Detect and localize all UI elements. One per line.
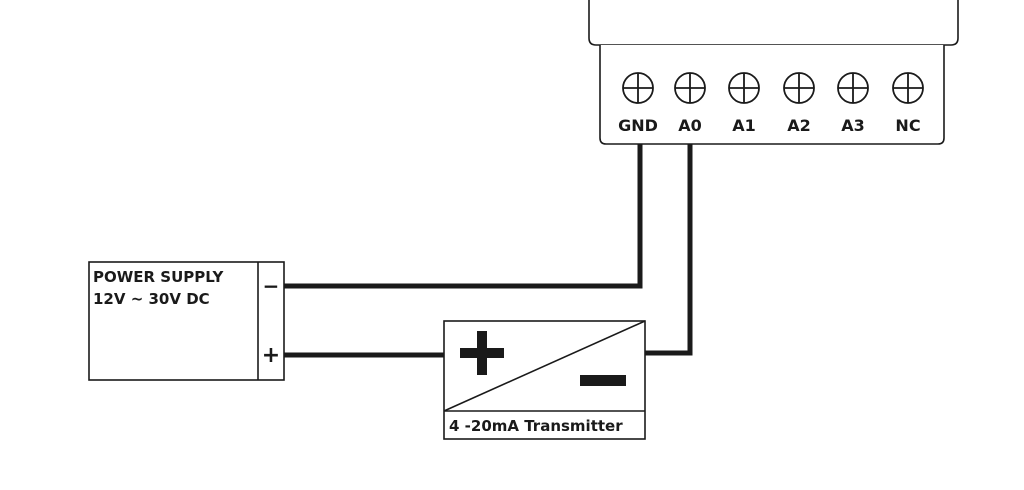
- terminal-label-a3: A3: [841, 116, 865, 135]
- transmitter-diagonal: [443, 320, 646, 412]
- power-supply-box: [88, 261, 285, 381]
- device-housing: [588, 0, 959, 46]
- terminal-label-a2: A2: [787, 116, 811, 135]
- terminal-label-nc: NC: [895, 116, 920, 135]
- screw-icon: [674, 72, 706, 104]
- wires: [284, 144, 693, 358]
- screw-icon: [783, 72, 815, 104]
- screw-icon: [728, 72, 760, 104]
- terminal-label-a1: A1: [732, 116, 756, 135]
- power-supply-positive-terminal: +: [262, 343, 280, 368]
- wire-gnd-to-ps-negative: [284, 144, 643, 289]
- screw-icon: [622, 72, 654, 104]
- power-supply-title: POWER SUPPLY: [93, 268, 225, 286]
- terminal-a2: A2: [783, 72, 815, 135]
- power-supply: POWER SUPPLY 12V ~ 30V DC − +: [88, 261, 285, 381]
- transmitter: 4 -20mA Transmitter: [443, 320, 646, 440]
- terminal-label-a0: A0: [678, 116, 702, 135]
- device-module: [588, 0, 959, 145]
- terminal-a3: A3: [837, 72, 869, 135]
- power-supply-negative-terminal: −: [263, 274, 280, 298]
- plus-icon: [460, 331, 504, 375]
- screw-icon: [892, 72, 924, 104]
- terminal-label-gnd: GND: [618, 116, 658, 135]
- terminal-a0: A0: [674, 72, 706, 135]
- terminal-nc: NC: [892, 72, 924, 135]
- terminal-a1: A1: [728, 72, 760, 135]
- transmitter-label: 4 -20mA Transmitter: [449, 417, 623, 435]
- minus-icon: [580, 375, 626, 386]
- screw-terminals: GND A0 A1 A2: [618, 72, 924, 135]
- power-supply-voltage: 12V ~ 30V DC: [93, 290, 210, 308]
- terminal-gnd: GND: [618, 72, 658, 135]
- wire-a0-to-transmitter-negative: [645, 144, 693, 356]
- terminal-block: [599, 45, 945, 145]
- screw-icon: [837, 72, 869, 104]
